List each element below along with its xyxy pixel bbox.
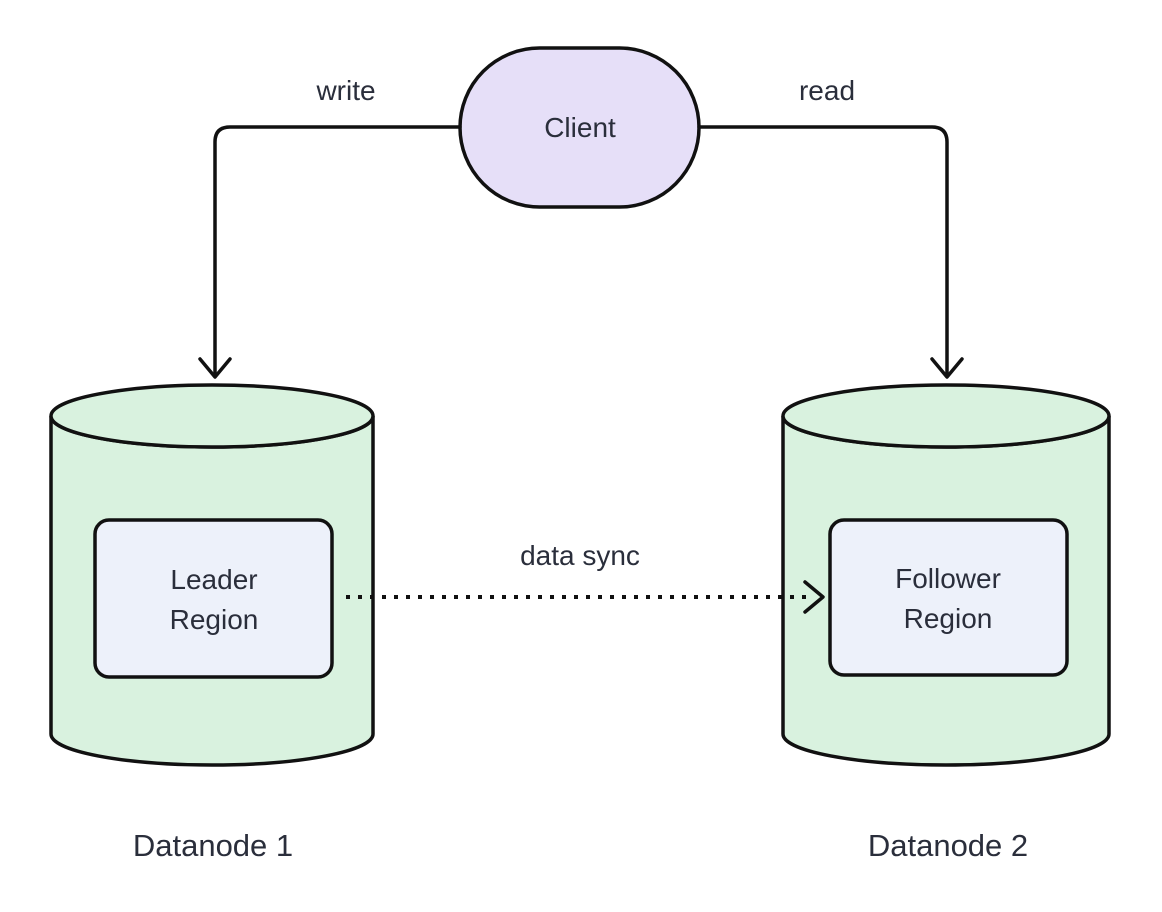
leader-region-box [93, 518, 334, 679]
datanode2-cylinder-top [781, 383, 1111, 449]
edge-write-arrowhead [198, 357, 232, 379]
edge-read-line [697, 125, 949, 376]
edge-datasync-arrowhead [803, 580, 825, 614]
follower-region-box [828, 518, 1069, 677]
edge-read-arrowhead [930, 357, 964, 379]
leader-region-label-line1: Leader [170, 564, 258, 595]
edge-label-data-sync: data sync [520, 540, 640, 571]
leader-region-label: Leader Region [170, 560, 259, 640]
edge-write-line [213, 125, 462, 376]
edge-label-write: write [316, 75, 376, 106]
datanode1-caption: Datanode 1 [132, 828, 294, 863]
follower-region-label: Follower Region [895, 559, 1001, 639]
edge-label-read: read [798, 75, 856, 106]
client-node-label: Client [544, 112, 616, 143]
datanode1-cylinder-top [49, 383, 375, 449]
datanode2-caption: Datanode 2 [867, 828, 1029, 863]
follower-region-label-line2: Region [903, 603, 993, 634]
follower-region-label-line1: Follower [895, 563, 1001, 594]
leader-region-label-line2: Region [169, 604, 259, 635]
